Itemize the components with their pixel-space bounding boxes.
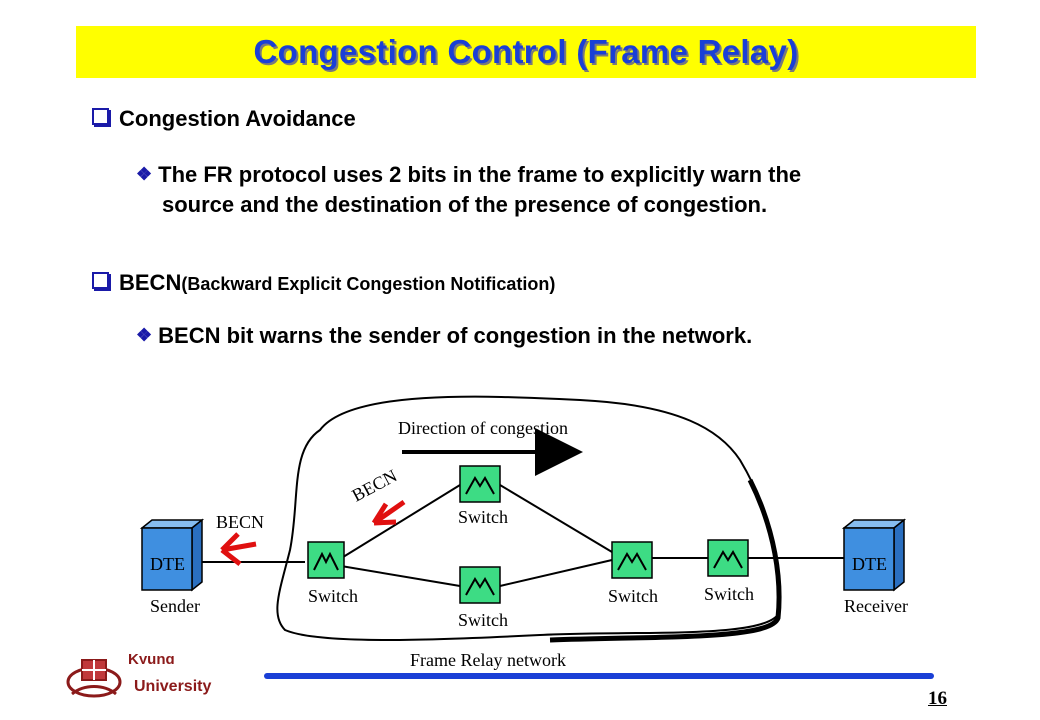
dte-receiver-box: DTE — [841, 518, 907, 592]
switch-label-3: Switch — [458, 610, 508, 630]
page-number: 16 — [928, 688, 947, 709]
switch-icon — [611, 541, 653, 579]
university-name: University — [134, 678, 212, 695]
switch-label-4: Switch — [608, 586, 658, 606]
slide-title: Congestion Control (Frame Relay) — [253, 33, 799, 70]
switch-icon — [459, 566, 501, 604]
switch-icon — [459, 465, 501, 503]
red-arrow-left-icon — [220, 532, 257, 566]
diamond-bullet-icon: ❖ — [136, 164, 153, 184]
becn-label-diagonal: BECN — [348, 465, 400, 505]
square-bullet-icon — [92, 272, 109, 289]
frame-relay-diagram: Direction of congestion DTE Sender DTE R… — [139, 395, 908, 670]
becn-label-left: BECN — [216, 512, 264, 532]
bullet-becn-bit: ❖BECN bit warns the sender of congestion… — [136, 320, 752, 351]
bullet-text-line1: The FR protocol uses 2 bits in the frame… — [158, 162, 802, 187]
red-arrow-diagonal-icon — [371, 499, 406, 526]
direction-label: Direction of congestion — [398, 418, 568, 438]
bullet-detail: (Backward Explicit Congestion Notificati… — [181, 274, 556, 294]
switch-label-1: Switch — [308, 586, 358, 606]
switch-icon — [707, 539, 749, 577]
network-label: Frame Relay network — [410, 650, 566, 670]
bullet-fr-protocol: ❖The FR protocol uses 2 bits in the fram… — [136, 159, 956, 220]
switch-label-5: Switch — [704, 584, 754, 604]
dte-right-label: DTE — [852, 554, 887, 574]
dte-sender-box: DTE — [139, 518, 205, 592]
network-cloud — [276, 395, 782, 641]
diamond-bullet-icon: ❖ — [136, 325, 153, 345]
sender-label: Sender — [150, 596, 200, 616]
title-banner: Congestion Control (Frame Relay) — [76, 26, 976, 78]
switch-label-2: Switch — [458, 507, 508, 527]
dte-left-label: DTE — [150, 554, 185, 574]
links — [196, 484, 844, 587]
receiver-label: Receiver — [844, 596, 908, 616]
bullet-congestion-avoidance: Congestion Avoidance — [92, 104, 356, 134]
bullet-main: BECN — [119, 270, 182, 295]
university-logo-icon — [66, 659, 122, 698]
bullet-text-line2: source and the destination of the presen… — [162, 192, 768, 217]
bullet-text: Congestion Avoidance — [119, 106, 356, 131]
bullet-becn: BECN(Backward Explicit Congestion Notifi… — [92, 268, 555, 299]
university-name-partial: Kyung — [128, 652, 175, 664]
footer-divider — [264, 673, 934, 679]
switch-icon — [307, 541, 345, 579]
square-bullet-icon — [92, 108, 109, 125]
bullet-text: BECN bit warns the sender of congestion … — [158, 323, 753, 348]
